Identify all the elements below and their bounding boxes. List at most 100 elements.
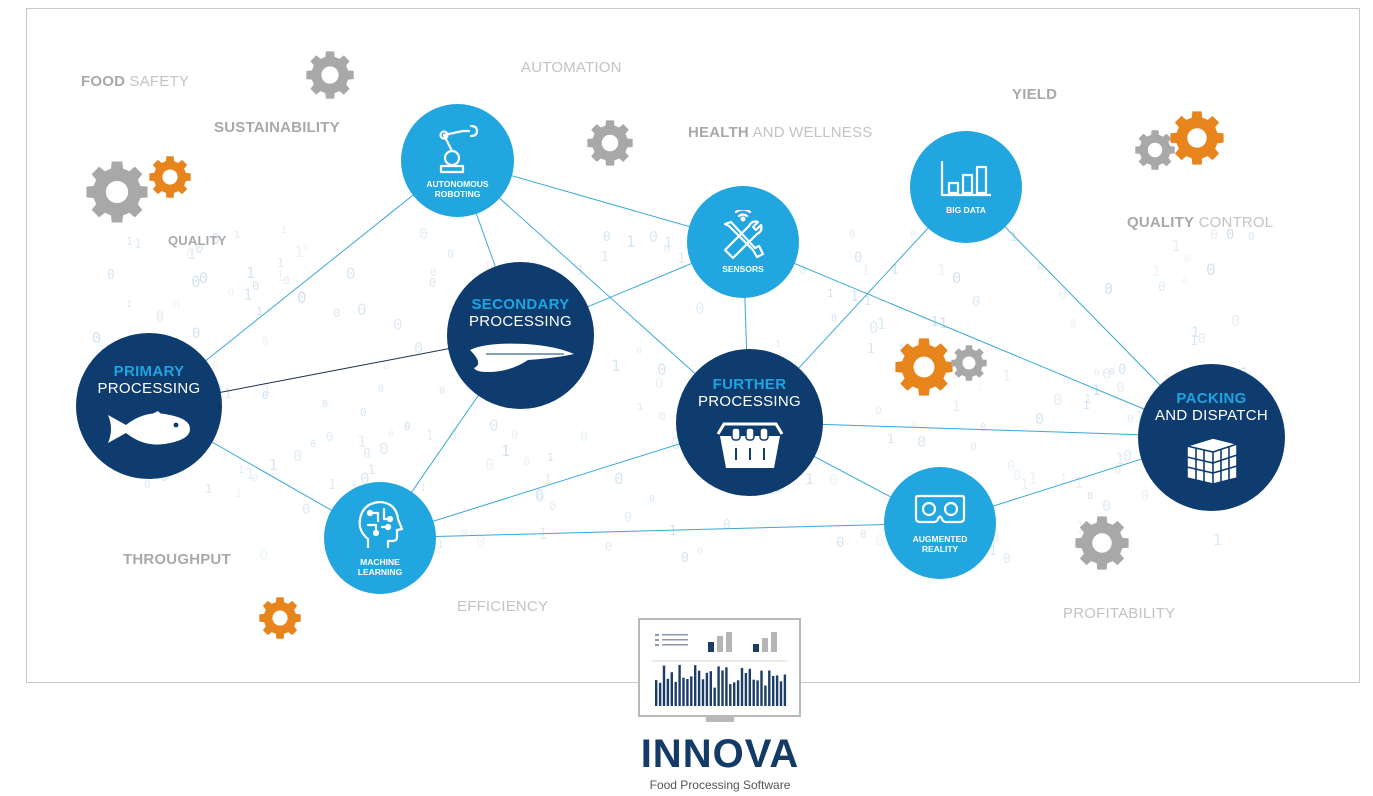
keyword-yield: YIELD [1012,86,1058,103]
monitor-bar [690,676,693,706]
keyword-quality-control: QUALITY CONTROL [1127,214,1274,231]
monitor-bar [764,685,767,706]
keyword-health-and-wellness: HEALTH AND WELLNESS [688,124,873,141]
monitor-bar [733,682,736,706]
keyword-efficiency: EFFICIENCY [457,598,549,615]
monitor-bar [709,671,712,706]
brand-tagline: Food Processing Software [649,778,791,792]
gear-hole [913,356,935,378]
gear-hole [962,356,976,370]
monitor-bar [697,670,701,706]
link-line [379,522,941,539]
node-packing-and-dispatch: PACKING AND DISPATCH [1138,364,1285,511]
link-line [742,241,1212,438]
keyword-throughput: THROUGHPUT [123,551,231,568]
gear-icon [1135,130,1175,170]
node-label: BIG DATA [946,205,986,215]
keyword-automation: AUTOMATION [521,59,622,76]
monitor-bar [666,678,670,706]
monitor-bar [655,680,658,706]
node-label: AUGMENTED REALITY [912,534,968,554]
link-line [748,421,1212,438]
node-title: SECONDARY [471,295,570,313]
node-machine-learning: MACHINE LEARNING [324,482,436,594]
node-subtitle: PROCESSING [697,392,802,410]
monitor-bar [717,666,720,706]
monitor-bar [736,680,740,706]
tools-wifi-icon [723,210,765,260]
fillet-icon [469,343,574,372]
node-primary-processing: PRIMARY PROCESSING [76,333,222,479]
gear-icon [306,51,354,99]
monitor-bar [748,668,751,706]
boxes-icon [1185,436,1238,485]
monitor-bar [775,675,779,706]
monitor-bar [729,684,732,706]
gear-icon [587,120,633,166]
node-big-data: BIG DATA [910,131,1022,243]
monitor-bar [674,681,677,706]
monitor-bar [721,670,724,706]
monitor-bar [756,680,759,706]
node-secondary-processing: SECONDARY PROCESSING [447,262,594,409]
gear-icon [951,345,987,381]
monitor-bar [760,670,763,706]
node-subtitle: PROCESSING [468,312,573,330]
gear-icon [1170,111,1224,165]
monitor-bar [713,687,716,706]
monitor-bar [783,674,787,706]
gear-hole [1187,128,1207,148]
gear-hole [1147,142,1163,158]
gear-icon [1075,516,1129,570]
gear-hole [162,169,178,185]
node-title: PRIMARY [113,363,185,380]
monitor-icon [638,618,801,722]
gear-hole [272,610,288,626]
monitor-bar [744,673,748,706]
node-label: AUTONOMOUS ROBOTING [426,178,489,199]
vr-headset-icon [914,494,966,524]
node-label: MACHINE LEARNING [357,557,403,577]
monitor-bar [658,682,662,706]
node-further-processing: FURTHER PROCESSING [676,349,823,496]
keyword-food-safety: FOOD SAFETY [81,73,190,90]
gear-icon [86,161,148,223]
node-subtitle: PROCESSING [97,380,201,397]
monitor-bar [686,679,689,706]
node-title: PACKING [1176,389,1247,407]
gear-hole [1092,533,1112,553]
gear-hole [601,134,619,152]
node-subtitle: AND DISPATCH [1154,406,1269,424]
brand-block: INNOVA Food Processing Software [600,732,840,792]
monitor-bar [768,670,771,706]
monitor-bar [682,677,685,706]
node-title: FURTHER [712,375,787,393]
robot-arm-icon [438,124,478,173]
node-augmented-reality: AUGMENTED REALITY [884,467,996,579]
monitor-bar [740,667,744,706]
ai-head-icon [358,500,404,549]
gear-icon [259,597,301,639]
gear-icon [149,156,191,198]
monitor-bar [701,679,705,706]
gear-icon [895,338,953,396]
monitor-bar [662,665,666,706]
brand-name: INNOVA [640,732,800,776]
monitor-bar [678,664,681,706]
fish-icon [108,411,190,445]
monitor-bar [705,672,709,706]
monitor-bar [779,681,783,706]
monitor-bar [694,665,697,706]
keyword-sustainability: SUSTAINABILITY [214,119,340,136]
monitor-bar [725,667,728,706]
monitor-bar [670,672,673,706]
bar-chart-icon [940,161,991,197]
monitor-bar [772,675,775,706]
crate-icon [716,422,783,468]
gear-hole [321,66,339,84]
node-label: SENSORS [722,264,764,274]
gear-hole [105,180,129,204]
keyword-quality: QUALITY [168,233,227,248]
monitor-bar [752,679,755,706]
node-autonomous-roboting: AUTONOMOUS ROBOTING [401,104,514,217]
